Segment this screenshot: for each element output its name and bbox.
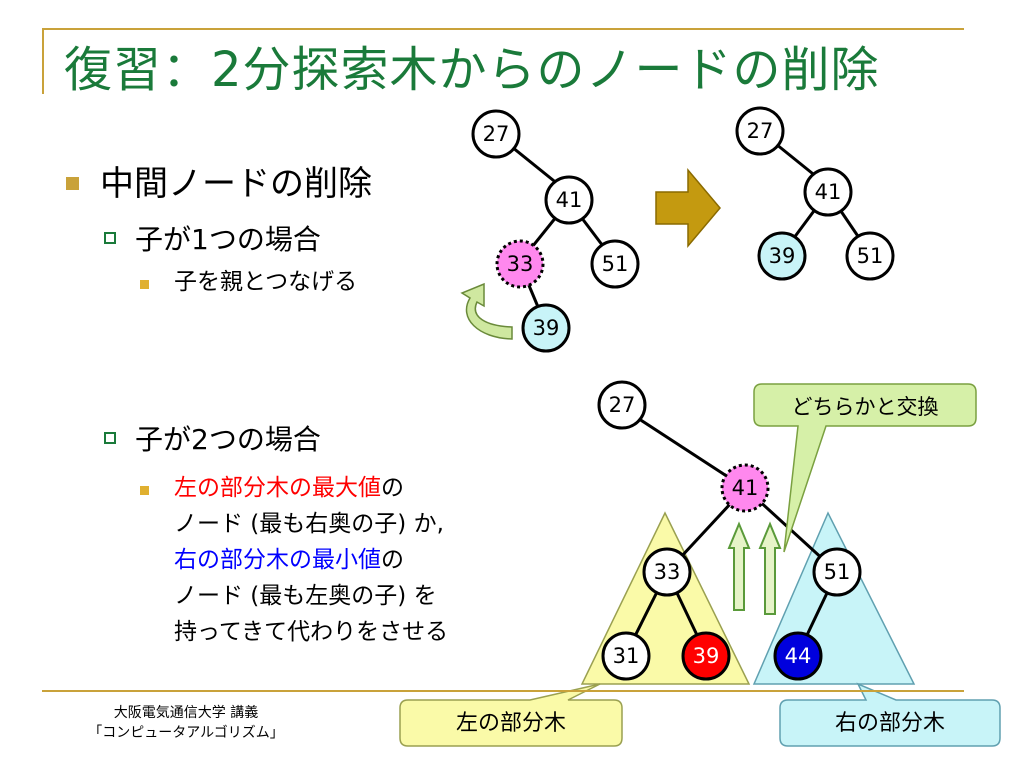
tree-node: 51 xyxy=(845,231,895,281)
svg-text:41: 41 xyxy=(815,180,842,204)
svg-text:51: 51 xyxy=(824,560,851,584)
tree-before-one-child: 27 41 33 51 39 xyxy=(460,109,640,353)
footer-course-name: 「コンピュータアルゴリズム」 xyxy=(88,725,284,741)
tree-after-one-child: 27 41 39 51 xyxy=(735,106,895,281)
svg-text:33: 33 xyxy=(507,252,534,276)
tree-node: 41 xyxy=(544,175,594,225)
case-two-line-4: ノード (最も左奥の子) を xyxy=(174,583,437,609)
footer-divider xyxy=(42,690,964,692)
page-title: 復習：2分探索木からのノードの削除 xyxy=(64,42,880,98)
title-accent-horizontal xyxy=(42,28,964,30)
svg-text:27: 27 xyxy=(483,122,510,146)
case-one-child-point: 子を親とつなげる xyxy=(174,269,358,295)
tree-node: 31 xyxy=(601,631,651,681)
transition-arrow-icon xyxy=(655,167,721,249)
case-two-line-5: 持ってきて代わりをさせる xyxy=(174,619,449,645)
footer-university: 大阪電気通信大学 講義 xyxy=(113,705,259,721)
svg-text:41: 41 xyxy=(556,188,583,212)
sub-sub-bullet-square-icon xyxy=(140,486,149,495)
footer-course-info: 大阪電気通信大学 講義 「コンピュータアルゴリズム」 xyxy=(66,703,306,743)
right-subtree-min-text: 右の部分木の最小値 xyxy=(174,547,381,573)
tree-node: 33 xyxy=(642,547,692,597)
case-two-line-3: 右の部分木の最小値の xyxy=(174,547,404,573)
tree-node: 41 xyxy=(803,167,853,217)
svg-text:39: 39 xyxy=(693,644,720,668)
svg-text:39: 39 xyxy=(769,244,796,268)
tree-node: 27 xyxy=(597,380,647,430)
svg-text:右の部分木: 右の部分木 xyxy=(835,711,945,736)
tree-node-deleted: 41 xyxy=(720,463,770,513)
curved-move-up-arrow-icon xyxy=(460,282,513,340)
left-subtree-max-text: 左の部分木の最大値 xyxy=(174,475,381,501)
tree-node-moved: 39 xyxy=(757,231,807,281)
bullet-square-icon xyxy=(66,177,79,190)
tree-node-right-min: 44 xyxy=(773,631,823,681)
tree-node: 51 xyxy=(812,547,862,597)
case-two-line-1: 左の部分木の最大値の xyxy=(174,475,404,501)
svg-text:どちらかと交換: どちらかと交換 xyxy=(792,395,939,419)
left-subtree-callout: 左の部分木 xyxy=(399,683,623,747)
svg-text:41: 41 xyxy=(732,476,759,500)
tree-node-child: 39 xyxy=(521,303,571,353)
svg-text:31: 31 xyxy=(613,644,640,668)
tree-two-children: 27 41 33 51 31 39 44 xyxy=(580,380,916,685)
right-subtree-callout: 右の部分木 xyxy=(779,682,1001,747)
tree-node: 27 xyxy=(735,106,785,156)
case-two-children-heading: 子が2つの場合 xyxy=(135,423,321,456)
svg-text:27: 27 xyxy=(609,393,636,417)
title-accent-vertical xyxy=(42,28,44,94)
tree-node: 51 xyxy=(590,239,640,289)
svg-text:44: 44 xyxy=(785,644,812,668)
swap-arrow-up-icon xyxy=(727,521,751,611)
svg-text:51: 51 xyxy=(602,252,629,276)
tree-node: 27 xyxy=(471,109,521,159)
svg-text:左の部分木: 左の部分木 xyxy=(456,711,566,736)
case-two-line-2: ノード (最も右奥の子) か, xyxy=(174,511,444,537)
swap-arrow-up-icon xyxy=(758,521,782,615)
svg-text:39: 39 xyxy=(533,316,560,340)
sub-sub-bullet-square-icon xyxy=(140,280,149,289)
svg-text:27: 27 xyxy=(747,119,774,143)
tree-node-deleted: 33 xyxy=(495,239,545,289)
tree-node-left-max: 39 xyxy=(681,631,731,681)
svg-text:51: 51 xyxy=(857,244,884,268)
sub-bullet-hollow-square-icon xyxy=(104,432,116,444)
svg-text:33: 33 xyxy=(654,560,681,584)
case-one-child-heading: 子が1つの場合 xyxy=(135,223,321,256)
sub-bullet-hollow-square-icon xyxy=(104,232,116,244)
swap-callout: どちらかと交換 xyxy=(753,383,977,553)
bullet-middle-node-deletion: 中間ノードの削除 xyxy=(100,164,372,204)
